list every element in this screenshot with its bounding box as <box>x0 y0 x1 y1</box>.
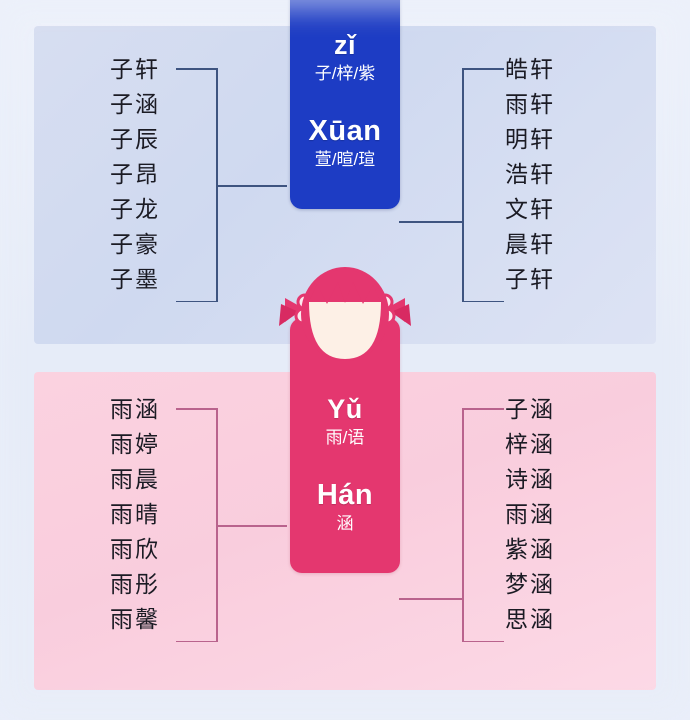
bracket-top-stub <box>463 68 504 70</box>
list-item: 雨轩 <box>505 91 555 117</box>
bracket-vertical-line <box>462 408 464 642</box>
list-item: 晨轩 <box>505 231 555 257</box>
bracket-bottom-stub <box>463 640 504 642</box>
boy-left-connector-bracket <box>176 68 287 302</box>
bracket-bottom-stub <box>176 300 217 302</box>
girl-right-name-list: 子涵 梓涵 诗涵 雨涵 紫涵 梦涵 思涵 <box>505 392 555 637</box>
boy-right-connector-bracket <box>399 68 504 302</box>
girl-figure: Yǔ 雨/语 Hán 涵 <box>255 267 435 573</box>
list-item: 浩轩 <box>505 161 555 187</box>
list-item: 紫涵 <box>505 536 555 562</box>
boy-hanzi-2: 萱/暄/瑄 <box>314 150 376 169</box>
list-item: 雨晴 <box>110 501 160 527</box>
boy-card-slot-2: Xūan 萱/暄/瑄 <box>290 116 400 172</box>
list-item: 雨婷 <box>110 431 160 457</box>
list-item: 雨涵 <box>505 501 555 527</box>
girl-left-connector-bracket <box>176 408 287 642</box>
list-item: 子涵 <box>110 91 160 117</box>
bracket-vertical-line <box>216 68 218 302</box>
girl-name-card: Yǔ 雨/语 Hán 涵 <box>279 267 411 573</box>
bracket-stem-line <box>217 525 287 527</box>
list-item: 雨欣 <box>110 536 160 562</box>
girl-card-text: Yǔ 雨/语 Hán 涵 <box>290 324 400 536</box>
girl-pinyin-1: Yǔ <box>327 394 363 424</box>
boy-avatar-icon <box>255 0 435 16</box>
list-item: 梓涵 <box>505 431 555 457</box>
bracket-top-stub <box>176 68 217 70</box>
list-item: 明轩 <box>505 126 555 152</box>
list-item: 雨彤 <box>110 571 160 597</box>
boy-right-name-list: 皓轩 雨轩 明轩 浩轩 文轩 晨轩 子轩 <box>505 52 555 297</box>
girl-hanzi-1: 雨/语 <box>325 428 365 447</box>
list-item: 子龙 <box>110 196 160 222</box>
list-item: 子轩 <box>505 266 555 292</box>
boy-name-card: zǐ 子/梓/紫 Xūan 萱/暄/瑄 <box>290 0 400 209</box>
bracket-top-stub <box>463 408 504 410</box>
girl-left-name-list: 雨涵 雨婷 雨晨 雨晴 雨欣 雨彤 雨馨 <box>110 392 160 637</box>
bracket-stem-line <box>217 185 287 187</box>
bracket-stem-line <box>399 221 463 223</box>
list-item: 思涵 <box>505 606 555 632</box>
girl-hanzi-2: 涵 <box>336 514 354 533</box>
list-item: 子墨 <box>110 266 160 292</box>
boy-left-name-list: 子轩 子涵 子辰 子昂 子龙 子豪 子墨 <box>110 52 160 297</box>
list-item: 子涵 <box>505 396 555 422</box>
list-item: 梦涵 <box>505 571 555 597</box>
bracket-stem-line <box>399 598 463 600</box>
list-item: 诗涵 <box>505 466 555 492</box>
girl-card-slot-2: Hán 涵 <box>290 480 400 536</box>
bracket-vertical-line <box>462 68 464 302</box>
list-item: 雨晨 <box>110 466 160 492</box>
list-item: 子轩 <box>110 56 160 82</box>
bracket-top-stub <box>176 408 217 410</box>
list-item: 皓轩 <box>505 56 555 82</box>
boy-pinyin-1: zǐ <box>333 30 356 60</box>
bracket-bottom-stub <box>176 640 217 642</box>
boy-pinyin-2: Xūan <box>308 115 382 147</box>
girl-avatar-icon <box>279 267 411 361</box>
list-item: 雨涵 <box>110 396 160 422</box>
boy-hanzi-1: 子/梓/紫 <box>314 64 376 83</box>
bracket-vertical-line <box>216 408 218 642</box>
list-item: 文轩 <box>505 196 555 222</box>
list-item: 雨馨 <box>110 606 160 632</box>
list-item: 子豪 <box>110 231 160 257</box>
boy-figure: zǐ 子/梓/紫 Xūan 萱/暄/瑄 <box>255 0 435 209</box>
bracket-bottom-stub <box>463 300 504 302</box>
list-item: 子辰 <box>110 126 160 152</box>
boy-card-text: zǐ 子/梓/紫 Xūan 萱/暄/瑄 <box>290 0 400 172</box>
list-item: 子昂 <box>110 161 160 187</box>
girl-pinyin-2: Hán <box>316 479 374 511</box>
girl-right-connector-bracket <box>399 408 504 642</box>
